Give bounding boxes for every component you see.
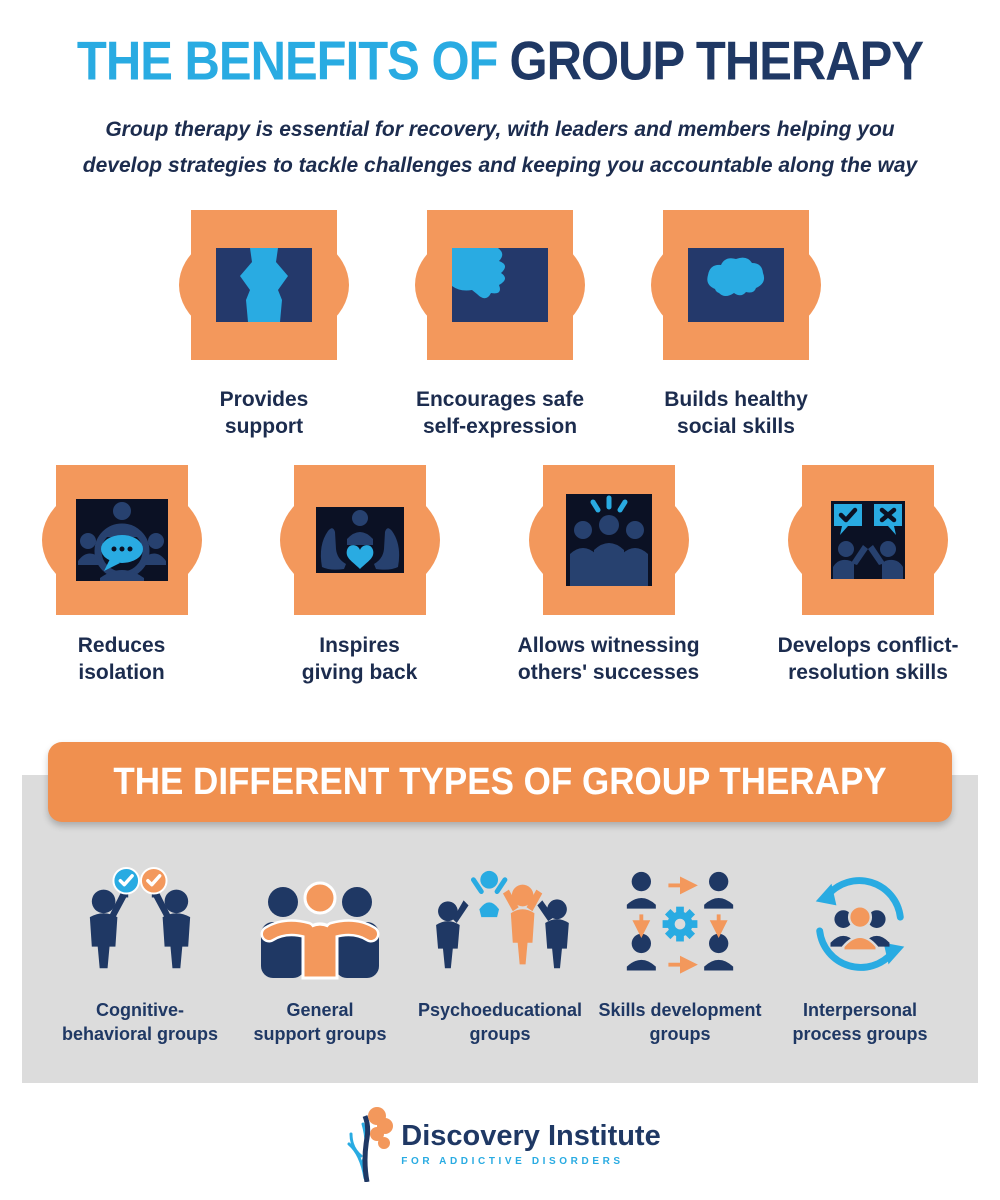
benefit-label: Allows witnessing others' successes xyxy=(517,634,700,684)
type-label: Interpersonal process groups xyxy=(792,1000,928,1044)
handshake-icon xyxy=(240,248,288,322)
type-label: General support groups xyxy=(253,1000,387,1044)
benefit-label: Builds healthy social skills xyxy=(664,388,808,438)
logo: Discovery Institute FOR ADDICTIVE DISORD… xyxy=(0,1104,1000,1182)
skills-network-icon xyxy=(626,871,734,974)
celebration-icon xyxy=(436,870,569,969)
benefit-giving-back: Inspires giving back xyxy=(279,465,440,686)
benefit-icon-badge xyxy=(179,210,349,360)
benefit-icon-badge xyxy=(279,465,440,615)
benefit-icon-badge xyxy=(415,210,585,360)
types-banner: THE DIFFERENT TYPES OF GROUP THERAPY xyxy=(48,742,952,822)
types-row: Cognitive- behavioral groups xyxy=(50,856,950,1046)
conflict-resolution-icon xyxy=(833,504,904,579)
benefits-row-1: Provides support Encourages safe self-ex… xyxy=(0,210,1000,440)
logo-tree-icon xyxy=(347,1107,394,1182)
type-interpersonal-process: Interpersonal process groups xyxy=(770,856,950,1046)
intro-line-2: develop strategies to tackle challenges … xyxy=(82,154,918,177)
brain-icon xyxy=(707,257,765,296)
types-banner-title: THE DIFFERENT TYPES OF GROUP THERAPY xyxy=(113,760,887,803)
benefit-icon-badge xyxy=(528,465,689,615)
group-discussion-icon xyxy=(77,502,166,581)
self-expression-icon xyxy=(452,248,506,299)
benefit-icon-badge xyxy=(41,465,202,615)
benefit-reduces-isolation: Reduces isolation xyxy=(41,465,202,686)
benefit-witnessing-successes: Allows witnessing others' successes xyxy=(518,465,700,686)
logo-tagline: FOR ADDICTIVE DISORDERS xyxy=(401,1156,624,1167)
benefit-social-skills: Builds healthy social skills xyxy=(651,210,821,440)
benefits-row-2: Reduces isolation xyxy=(0,465,1000,686)
benefit-label: Reduces isolation xyxy=(77,634,166,684)
type-cognitive-behavioral: Cognitive- behavioral groups xyxy=(50,856,230,1046)
title-dark-part: GROUP THERAPY xyxy=(509,31,925,92)
group-hug-icon xyxy=(260,881,380,980)
logo-text: Discovery Institute FOR ADDICTIVE DISORD… xyxy=(401,1119,660,1167)
benefit-icon-badge xyxy=(788,465,949,615)
benefit-conflict-resolution: Develops conflict- resolution skills xyxy=(777,465,959,686)
type-label: Cognitive- behavioral groups xyxy=(61,1000,219,1044)
benefit-label: Develops conflict- resolution skills xyxy=(777,634,959,684)
logo-name: Discovery Institute xyxy=(401,1120,661,1152)
process-cycle-icon xyxy=(815,877,905,971)
type-skills-development: Skills development groups xyxy=(590,856,770,1046)
caring-hands-icon xyxy=(320,510,399,570)
intro-text: Group therapy is essential for recovery,… xyxy=(0,112,1000,184)
benefit-label: Inspires giving back xyxy=(301,634,418,684)
vote-signs-icon xyxy=(89,866,191,969)
type-label: Psychoeducational groups xyxy=(417,1000,583,1044)
type-general-support: General support groups xyxy=(230,856,410,1046)
benefit-label: Provides support xyxy=(219,388,309,438)
benefit-label: Encourages safe self-expression xyxy=(415,388,585,438)
type-psychoeducational: Psychoeducational groups xyxy=(410,856,590,1046)
title-light-part: THE BENEFITS OF xyxy=(76,31,499,92)
benefit-safe-self-expression: Encourages safe self-expression xyxy=(415,210,585,440)
team-success-icon xyxy=(569,495,648,586)
intro-line-1: Group therapy is essential for recovery,… xyxy=(105,118,895,141)
benefit-provides-support: Provides support xyxy=(179,210,349,440)
benefit-icon-badge xyxy=(651,210,821,360)
type-label: Skills development groups xyxy=(598,1000,762,1044)
